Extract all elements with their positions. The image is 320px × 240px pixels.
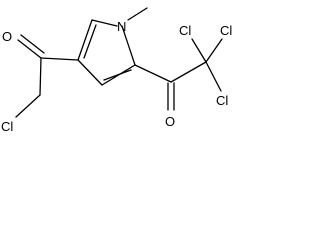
atom-o-left: O (2, 29, 12, 44)
bond-ccl3-cl-top-right (205, 38, 223, 63)
atom-cl-top-right: Cl (220, 23, 232, 38)
bond-c4-carbonyl-left (40, 57, 79, 61)
bond-ccl3-cl-bottom (205, 61, 222, 92)
atom-o-right: O (165, 114, 175, 129)
bond-carbonyl-right-ccl3 (170, 61, 207, 83)
atom-n1: N (117, 19, 126, 34)
bond-carbonyl-left-o-b (20, 34, 45, 54)
bond-c3-c4 (77, 59, 103, 86)
bond-c5-n1 (91, 19, 118, 27)
bond-c4-c5 (77, 19, 93, 61)
atom-cl-left: Cl (1, 119, 13, 134)
bond-c4-c5-double-inner (83, 24, 97, 59)
bond-c3-c4-double-inner (103, 69, 132, 81)
atom-cl-top-left: Cl (179, 23, 191, 38)
bond-ccl3-cl-top-left (191, 38, 207, 63)
bond-ch2-cl-left (15, 94, 41, 118)
atom-cl-bottom: Cl (216, 93, 228, 108)
bond-carbonyl-left-ch2 (39, 57, 42, 96)
bond-carbonyl-left-o-a (17, 39, 42, 59)
bond-n1-methyl (127, 7, 148, 21)
chemical-structure: N O O Cl Cl Cl Cl (1, 7, 232, 134)
bond-c2-carbonyl-right (134, 64, 172, 83)
bond-n1-c2 (121, 25, 136, 66)
